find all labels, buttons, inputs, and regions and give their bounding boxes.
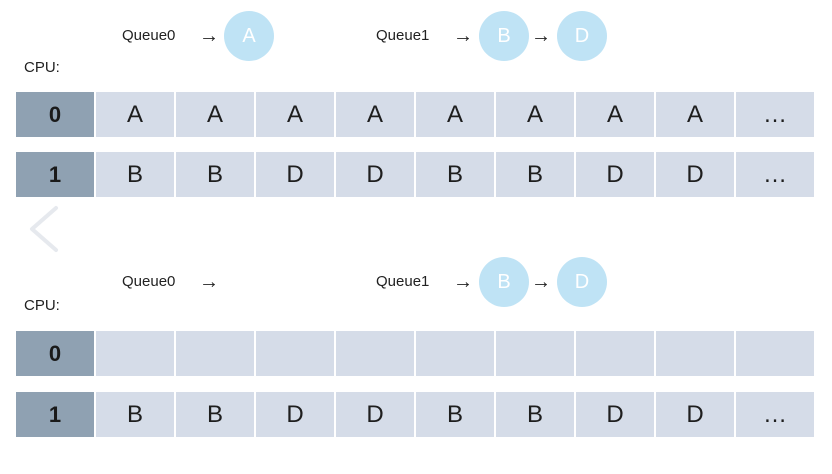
cpu-id-cell: 1	[16, 152, 94, 197]
slot-cell: A	[176, 92, 254, 137]
slot-cell-ellipsis: …	[736, 152, 814, 197]
slot-cell: B	[176, 152, 254, 197]
right-arrow-icon: →	[531, 25, 551, 47]
slot-cell: D	[656, 152, 734, 197]
slot-cell: D	[656, 392, 734, 437]
chevron-left-icon[interactable]	[22, 204, 66, 254]
slot-cell-ellipsis: …	[736, 92, 814, 137]
right-arrow-icon: →	[199, 271, 219, 293]
slot-cell-empty	[256, 331, 334, 376]
cpu0-row: 0	[16, 331, 814, 376]
slot-cell: A	[416, 92, 494, 137]
slot-cell: A	[96, 92, 174, 137]
slot-cell: B	[176, 392, 254, 437]
slot-cell-empty	[96, 331, 174, 376]
slot-cell-ellipsis: …	[736, 392, 814, 437]
right-arrow-icon: →	[453, 25, 473, 47]
cpu-label: CPU:	[24, 297, 60, 314]
queue1-node-d: D	[557, 11, 607, 61]
slot-cell: A	[256, 92, 334, 137]
slot-cell: A	[576, 92, 654, 137]
slot-cell: A	[496, 92, 574, 137]
slot-cell: B	[96, 392, 174, 437]
slot-cell-empty	[496, 331, 574, 376]
slot-cell: D	[256, 152, 334, 197]
cpu-id-cell: 0	[16, 331, 94, 376]
slot-cell: D	[336, 392, 414, 437]
slot-cell: D	[576, 392, 654, 437]
slot-cell: B	[416, 152, 494, 197]
slot-cell-empty	[736, 331, 814, 376]
slot-cell: B	[496, 152, 574, 197]
slot-cell-empty	[576, 331, 654, 376]
bottom-section: Queue0 → Queue1 → B → D CPU: 0 1 B B D D…	[0, 240, 832, 474]
queue0-label: Queue0	[122, 273, 176, 290]
right-arrow-icon: →	[531, 271, 551, 293]
slot-cell: B	[416, 392, 494, 437]
slot-cell: B	[496, 392, 574, 437]
slot-cell: A	[336, 92, 414, 137]
slot-cell-empty	[176, 331, 254, 376]
cpu1-row: 1 B B D D B B D D …	[16, 392, 814, 437]
queue0-label: Queue0	[122, 27, 176, 44]
slot-cell-empty	[416, 331, 494, 376]
top-section: Queue0 → A Queue1 → B → D CPU: 0 A A A A…	[0, 0, 832, 200]
slot-cell: B	[96, 152, 174, 197]
queue0-node-a: A	[224, 11, 274, 61]
slot-cell: D	[256, 392, 334, 437]
queue1-node-b: B	[479, 11, 529, 61]
cpu1-row: 1 B B D D B B D D …	[16, 152, 814, 197]
slot-cell: D	[336, 152, 414, 197]
slot-cell-empty	[656, 331, 734, 376]
queue1-node-b: B	[479, 257, 529, 307]
queue1-label: Queue1	[376, 273, 430, 290]
queue1-label: Queue1	[376, 27, 430, 44]
cpu0-row: 0 A A A A A A A A …	[16, 92, 814, 137]
cpu-label: CPU:	[24, 59, 60, 76]
queue1-node-d: D	[557, 257, 607, 307]
slot-cell: D	[576, 152, 654, 197]
right-arrow-icon: →	[199, 25, 219, 47]
slot-cell: A	[656, 92, 734, 137]
cpu-id-cell: 0	[16, 92, 94, 137]
cpu-id-cell: 1	[16, 392, 94, 437]
slot-cell-empty	[336, 331, 414, 376]
right-arrow-icon: →	[453, 271, 473, 293]
